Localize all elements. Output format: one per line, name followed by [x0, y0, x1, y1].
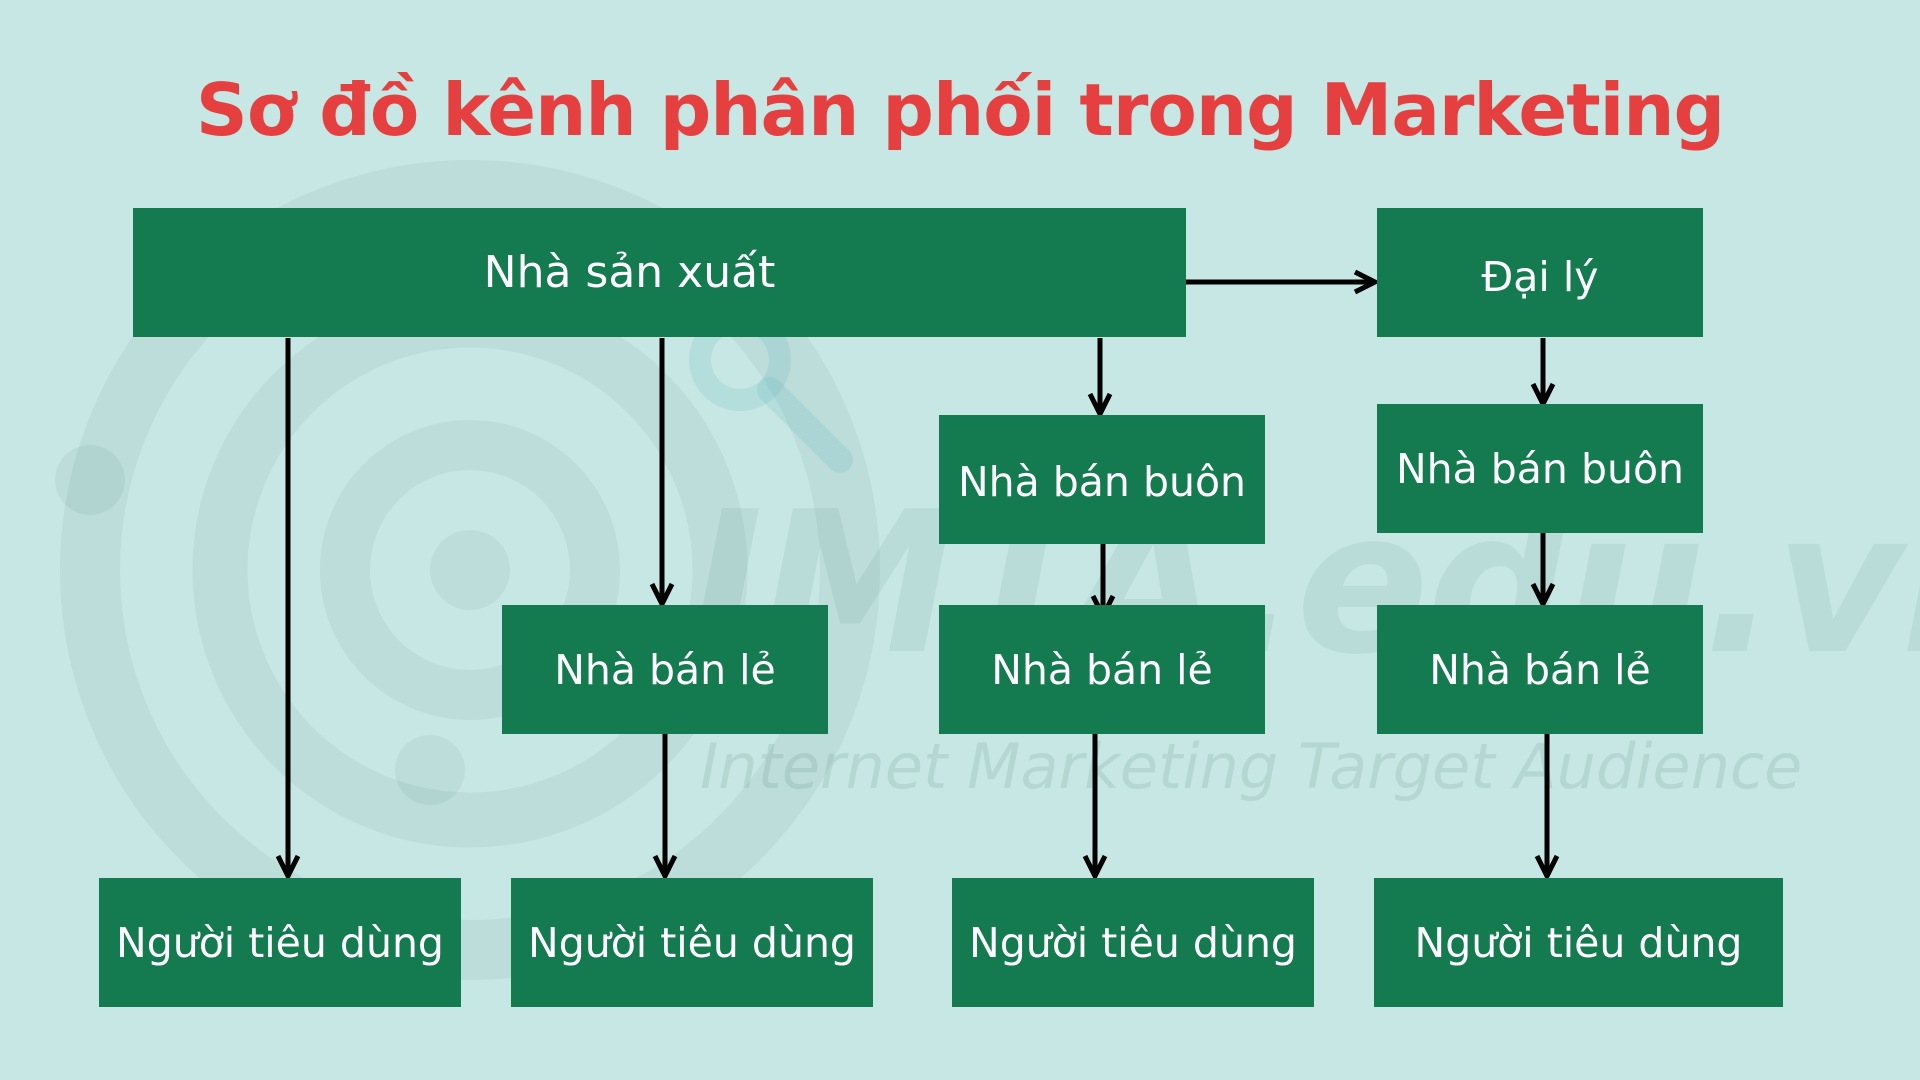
node-consumer-1-label: Người tiêu dùng	[116, 918, 444, 967]
watermark-tagline: Internet Marketing Target Audience	[700, 730, 1803, 803]
node-consumer-3: Người tiêu dùng	[952, 878, 1314, 1007]
node-retailer-a: Nhà bán lẻ	[502, 605, 828, 734]
node-consumer-3-label: Người tiêu dùng	[969, 918, 1297, 967]
node-wholesaler-a-label: Nhà bán buôn	[957, 457, 1247, 506]
node-wholesaler-b-label: Nhà bán buôn	[1395, 444, 1685, 493]
node-consumer-2-label: Người tiêu dùng	[528, 918, 856, 967]
node-consumer-1: Người tiêu dùng	[99, 878, 461, 1007]
node-retailer-a-label: Nhà bán lẻ	[554, 645, 776, 694]
node-consumer-2: Người tiêu dùng	[511, 878, 873, 1007]
node-consumer-4: Người tiêu dùng	[1374, 878, 1783, 1007]
node-agent-label: Đại lý	[1481, 252, 1599, 301]
node-retailer-c: Nhà bán lẻ	[1377, 605, 1703, 734]
node-wholesaler-b: Nhà bán buôn	[1377, 404, 1703, 533]
node-consumer-4-label: Người tiêu dùng	[1414, 918, 1743, 967]
diagram-title: Sơ đồ kênh phân phối trong Marketing	[195, 68, 1725, 152]
node-producer: Nhà sản xuất	[133, 208, 1186, 337]
node-wholesaler-a: Nhà bán buôn	[939, 415, 1265, 544]
node-retailer-c-label: Nhà bán lẻ	[1429, 645, 1651, 694]
node-agent: Đại lý	[1377, 208, 1703, 337]
node-retailer-b: Nhà bán lẻ	[939, 605, 1265, 734]
node-producer-label: Nhà sản xuất	[483, 247, 776, 298]
watermark-brand: IMTA.edu.vn	[690, 470, 1920, 698]
node-retailer-b-label: Nhà bán lẻ	[991, 645, 1213, 694]
